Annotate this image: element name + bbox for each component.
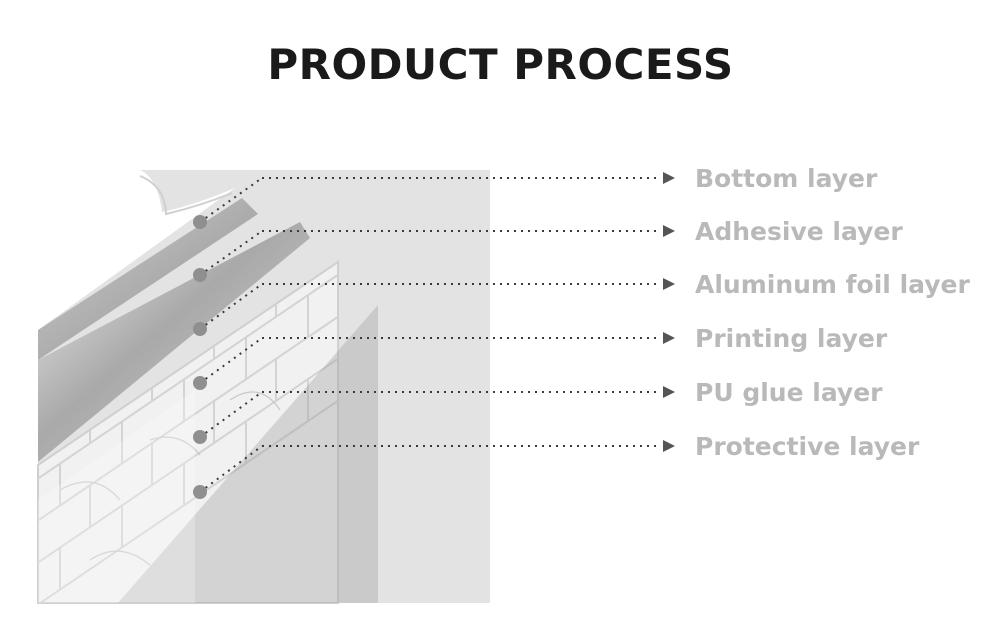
layer-label: Bottom layer: [695, 164, 878, 193]
circle-dot-icon: [193, 376, 207, 390]
layer-label: PU glue layer: [695, 378, 883, 407]
triangle-right-icon: [663, 332, 675, 344]
layer-label: Printing layer: [695, 324, 888, 353]
triangle-right-icon: [663, 278, 675, 290]
circle-dot-icon: [193, 215, 207, 229]
triangle-right-icon: [663, 172, 675, 184]
triangle-right-icon: [663, 225, 675, 237]
layer-label: Protective layer: [695, 432, 920, 461]
triangle-right-icon: [663, 386, 675, 398]
layer-label: Adhesive layer: [695, 217, 903, 246]
circle-dot-icon: [193, 322, 207, 336]
circle-dot-icon: [193, 268, 207, 282]
layer-label: Aluminum foil layer: [695, 270, 971, 299]
circle-dot-icon: [193, 485, 207, 499]
circle-dot-icon: [193, 430, 207, 444]
triangle-right-icon: [663, 440, 675, 452]
